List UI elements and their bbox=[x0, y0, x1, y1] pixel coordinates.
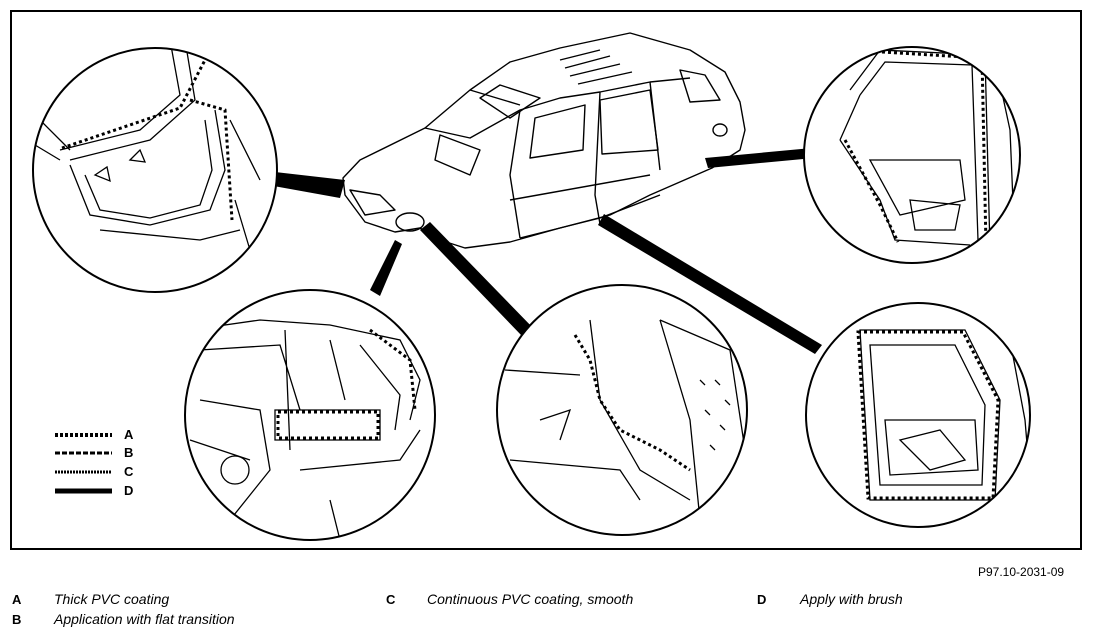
leader-lines bbox=[268, 148, 822, 354]
detail-circle-front-door bbox=[805, 302, 1031, 528]
swatch-letter-b: B bbox=[124, 445, 134, 460]
legend-key-b: B bbox=[12, 612, 22, 627]
legend-text-a: Thick PVC coating bbox=[54, 591, 170, 607]
legend-key-a: A bbox=[12, 592, 22, 607]
legend-text-c: Continuous PVC coating, smooth bbox=[427, 591, 634, 607]
detail-circle-rear-door bbox=[803, 46, 1021, 264]
line-style-swatches bbox=[55, 433, 112, 494]
swatch-letter-d: D bbox=[124, 483, 134, 498]
detail-circle-front-structure bbox=[184, 289, 436, 541]
legend-text-b: Application with flat transition bbox=[54, 611, 235, 627]
pvc-coating-diagram bbox=[32, 32, 1031, 541]
detail-circle-a-pillar bbox=[496, 284, 748, 536]
figure-id: P97.10-2031-09 bbox=[978, 565, 1065, 579]
detail-circle-front-wheelhouse bbox=[32, 47, 278, 293]
legend-text-d: Apply with brush bbox=[800, 591, 903, 607]
legend-key-d: D bbox=[757, 592, 767, 607]
swatch-letter-a: A bbox=[124, 427, 134, 442]
vehicle-body-illustration bbox=[342, 32, 746, 249]
legend-key-c: C bbox=[386, 592, 396, 607]
swatch-letter-c: C bbox=[124, 464, 134, 479]
